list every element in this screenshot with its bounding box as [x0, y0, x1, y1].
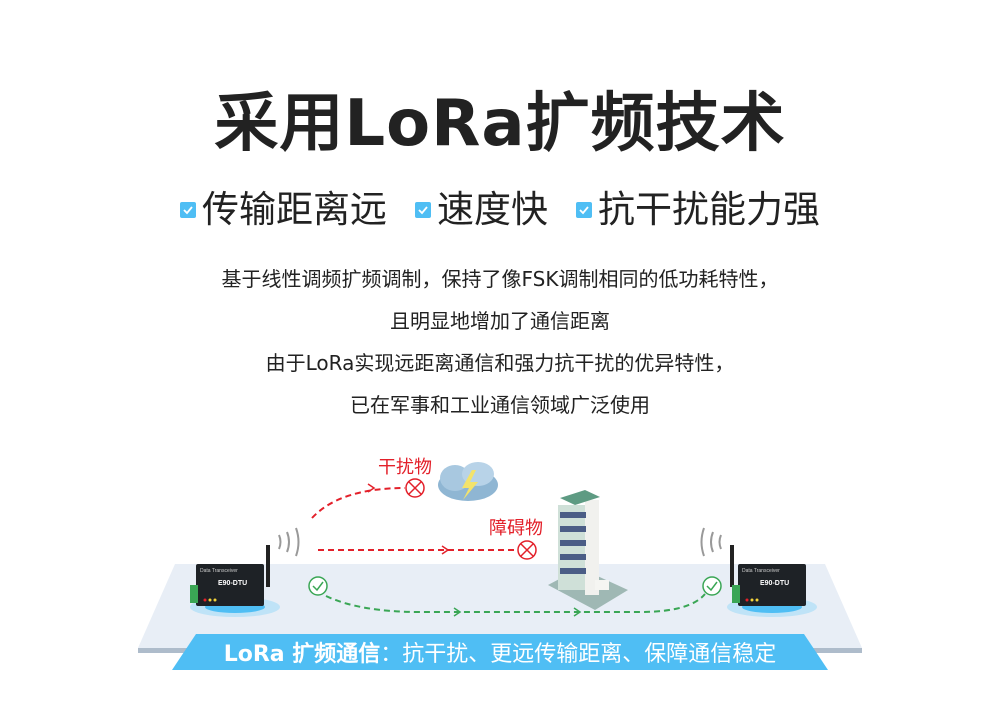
interference-path — [311, 487, 406, 519]
description: 基于线性调频扩频调制，保持了像FSK调制相同的低功耗特性， 且明显地增加了通信距… — [0, 258, 1000, 426]
page-title: 采用LoRa扩频技术 — [214, 87, 786, 161]
building-icon — [548, 490, 628, 610]
blocked-icon — [405, 478, 425, 498]
svg-text:E90-DTU: E90-DTU — [760, 580, 789, 587]
svg-text:Data Transceiver: Data Transceiver — [742, 568, 780, 574]
feature-label: 速度快 — [437, 188, 548, 231]
signal-waves-icon — [278, 527, 300, 557]
banner-bold: LoRa 扩频通信 — [223, 642, 381, 667]
feature-item: 传输距离远 — [180, 186, 387, 234]
interference-label: 干扰物 — [378, 457, 432, 478]
feature-label: 抗干扰能力强 — [598, 188, 820, 231]
description-line: 由于LoRa实现远距离通信和强力抗干扰的优异特性， — [265, 351, 735, 375]
feature-item: 抗干扰能力强 — [576, 186, 820, 234]
cloud-lightning-icon — [438, 462, 498, 501]
feature-label: 传输距离远 — [202, 188, 387, 231]
svg-text:E90-DTU: E90-DTU — [218, 580, 247, 587]
signal-path — [325, 593, 706, 613]
obstacle-label: 障碍物 — [489, 518, 543, 539]
lora-diagram: Data Transceiver E90-DTU Data Transceive… — [138, 462, 862, 670]
description-line: 基于线性调频扩频调制，保持了像FSK调制相同的低功耗特性， — [221, 267, 779, 291]
description-line: 且明显地增加了通信距离 — [390, 309, 610, 333]
banner-separator: ： — [380, 642, 403, 667]
check-circle-icon — [702, 576, 722, 596]
checkbox-icon — [180, 202, 196, 218]
banner-shape — [172, 634, 828, 670]
blocked-icon — [517, 540, 537, 560]
checkbox-icon — [415, 202, 431, 218]
feature-item: 速度快 — [415, 186, 548, 234]
banner-text: LoRa 扩频通信：抗干扰、更远传输距离、保障通信稳定 — [176, 634, 824, 670]
svg-text:Data Transceiver: Data Transceiver — [200, 568, 238, 574]
banner: LoRa 扩频通信：抗干扰、更远传输距离、保障通信稳定 — [176, 634, 824, 670]
signal-waves-icon — [700, 527, 722, 557]
banner-body: 抗干扰、更远传输距离、保障通信稳定 — [402, 642, 777, 667]
feature-list: 传输距离远 速度快 抗干扰能力强 — [0, 186, 1000, 234]
checkbox-icon — [576, 202, 592, 218]
dtu-device-left: Data Transceiver E90-DTU — [190, 545, 270, 606]
dtu-device-right: Data Transceiver E90-DTU — [730, 545, 806, 606]
description-line: 已在军事和工业通信领域广泛使用 — [350, 393, 650, 417]
check-circle-icon — [308, 576, 328, 596]
